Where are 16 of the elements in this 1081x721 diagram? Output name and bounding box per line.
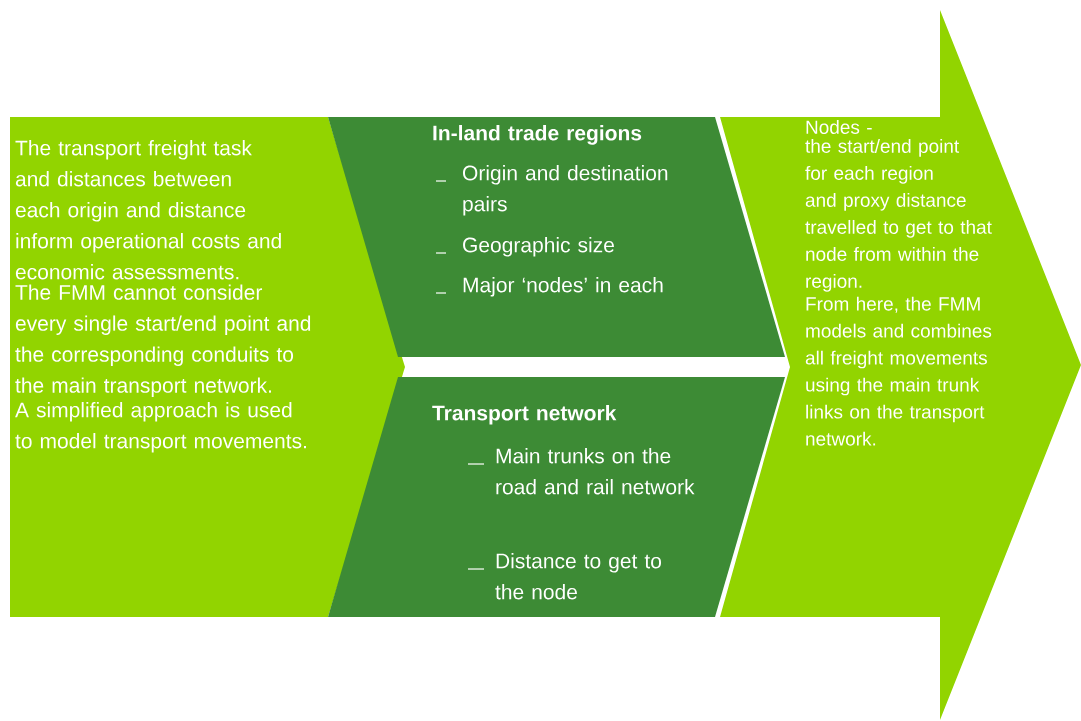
paragraph: Nodes - <box>806 120 872 134</box>
bullet-item: Major ‘nodes’ in each <box>435 277 663 297</box>
bullet-item: Geographic size <box>435 237 614 257</box>
paragraph: From here, the FMM models and combines all freight movements using the main trunk links on the transport network. <box>805 296 992 446</box>
paragraph: A simplified approach is used to model transport movements. <box>15 402 306 453</box>
bullet-item: Distance to get to the node <box>467 553 661 600</box>
paragraph: the start/end point for each region and proxy distance travelled to get to that node from within the region. <box>805 138 992 292</box>
parallelogram-shape <box>328 117 785 357</box>
bullet-item: Main trunks on the road and rail network <box>467 448 695 495</box>
heading: In-land trade regions <box>433 125 642 145</box>
parallelogram-shape <box>328 377 785 617</box>
paragraph: The FMM cannot consider every single start/end point and the corresponding conduits to the main transport network. <box>15 284 311 397</box>
paragraph: The transport freight task and distances between each origin and distance inform operational costs and economic assessments. <box>15 140 281 280</box>
arrow-shape <box>720 10 1081 720</box>
bullet-item: Origin and destination pairs <box>435 165 668 216</box>
heading: Transport network <box>432 405 617 425</box>
